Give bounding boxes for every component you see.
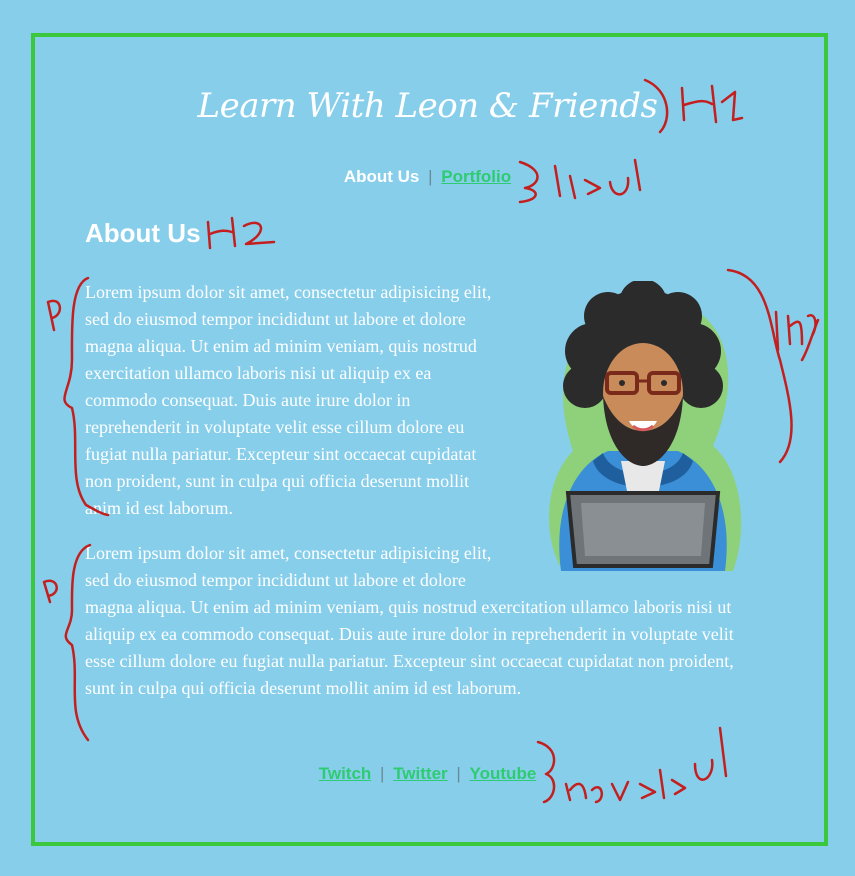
top-nav: About Us | Portfolio	[0, 167, 855, 187]
nav-link-portfolio[interactable]: Portfolio	[441, 167, 512, 186]
nav-item-about-us-label[interactable]: About Us	[343, 167, 420, 186]
nav-item-about-us[interactable]: About Us	[344, 167, 420, 186]
footer-link-youtube[interactable]: Youtube	[469, 764, 537, 783]
page-frame	[31, 33, 828, 846]
main-content: Lorem ipsum dolor sit amet, consectetur …	[85, 279, 753, 720]
nav-item-portfolio[interactable]: Portfolio	[441, 167, 511, 186]
avatar-image	[549, 281, 742, 571]
site-title-text: Learn With Leon & Friends	[197, 86, 658, 126]
footer-item-twitch[interactable]: Twitch	[319, 764, 372, 783]
footer-nav: Twitch | Twitter | Youtube	[0, 764, 855, 784]
paragraph-1: Lorem ipsum dolor sit amet, consectetur …	[85, 282, 492, 518]
footer-separator: |	[380, 764, 385, 783]
footer-link-twitch[interactable]: Twitch	[318, 764, 372, 783]
site-title: Learn With Leon & Friends	[0, 86, 855, 126]
nav-separator: |	[428, 167, 433, 186]
footer-item-youtube[interactable]: Youtube	[470, 764, 537, 783]
paragraph-2: Lorem ipsum dolor sit amet, consectetur …	[85, 543, 734, 698]
footer-item-twitter[interactable]: Twitter	[393, 764, 447, 783]
footer-link-twitter[interactable]: Twitter	[393, 764, 448, 783]
footer-separator: |	[456, 764, 461, 783]
cartoon-developer-avatar-icon	[549, 281, 742, 571]
section-heading: About Us	[85, 218, 201, 248]
